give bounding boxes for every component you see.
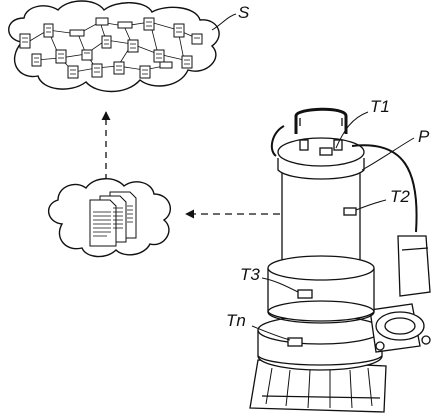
router-node-icon: [69, 29, 85, 37]
server-node-icon: [67, 65, 79, 79]
document-text-lines: [93, 205, 133, 237]
float-switch: [397, 235, 431, 297]
terminal-box: [299, 139, 309, 151]
server-node-icon: [173, 23, 185, 38]
handle-cable: [270, 125, 285, 157]
power-cable: [351, 144, 418, 233]
tag-t1-sensor: [319, 147, 333, 156]
leader-tn: [251, 325, 291, 341]
server-node-icon: [143, 17, 155, 31]
server-node-icon: [81, 49, 93, 61]
server-node-icon: [139, 65, 151, 79]
submersible-pump: [249, 107, 431, 413]
server-node-icon: [31, 53, 42, 67]
label-p: P: [418, 127, 430, 146]
terminal-box: [333, 139, 343, 151]
band-edge: [267, 300, 375, 324]
server-node-icon: [55, 49, 67, 64]
router-node-icon: [95, 17, 109, 26]
label-tn: Tn: [226, 311, 246, 330]
router-node-icon: [159, 61, 173, 69]
leader-p: [361, 137, 415, 171]
router-node-icon: [117, 21, 133, 29]
server-node-icon: [127, 39, 139, 53]
server-node-icon: [43, 23, 54, 38]
leader-t3: [261, 277, 299, 293]
leader-t2: [355, 199, 387, 211]
motor-lower-band: [267, 268, 375, 322]
server-node-icon: [191, 33, 203, 45]
tag-t2-sensor: [343, 207, 357, 216]
flange-bolt: [375, 341, 385, 351]
server-cloud: S: [8, 0, 250, 93]
label-s: S: [238, 3, 250, 22]
tag-t3-sensor: [297, 289, 313, 299]
motor-ring: [267, 255, 375, 281]
label-t2: T2: [390, 187, 410, 206]
flange-bolt: [421, 335, 431, 345]
discharge-opening: [384, 317, 416, 335]
server-node-icon: [91, 63, 103, 78]
server-cloud-outline: [8, 0, 220, 93]
base-ribs: [265, 367, 373, 409]
document-stack-icon: [89, 191, 137, 247]
server-node-icon: [19, 33, 31, 49]
label-leaders: [251, 111, 415, 341]
server-node-icon: [153, 49, 165, 63]
tag-tn-sensor: [287, 337, 303, 347]
pump-handle: [294, 107, 348, 134]
server-leader-line: [211, 13, 237, 31]
server-node-icon: [101, 35, 112, 49]
leader-t1: [335, 111, 369, 149]
server-node-icon: [113, 61, 125, 75]
label-t1: T1: [370, 97, 390, 116]
network-nodes: [19, 17, 203, 79]
label-t3: T3: [240, 265, 260, 284]
document-cloud: [48, 178, 172, 258]
server-node-icon: [181, 55, 193, 69]
server-stripes: [22, 21, 200, 75]
